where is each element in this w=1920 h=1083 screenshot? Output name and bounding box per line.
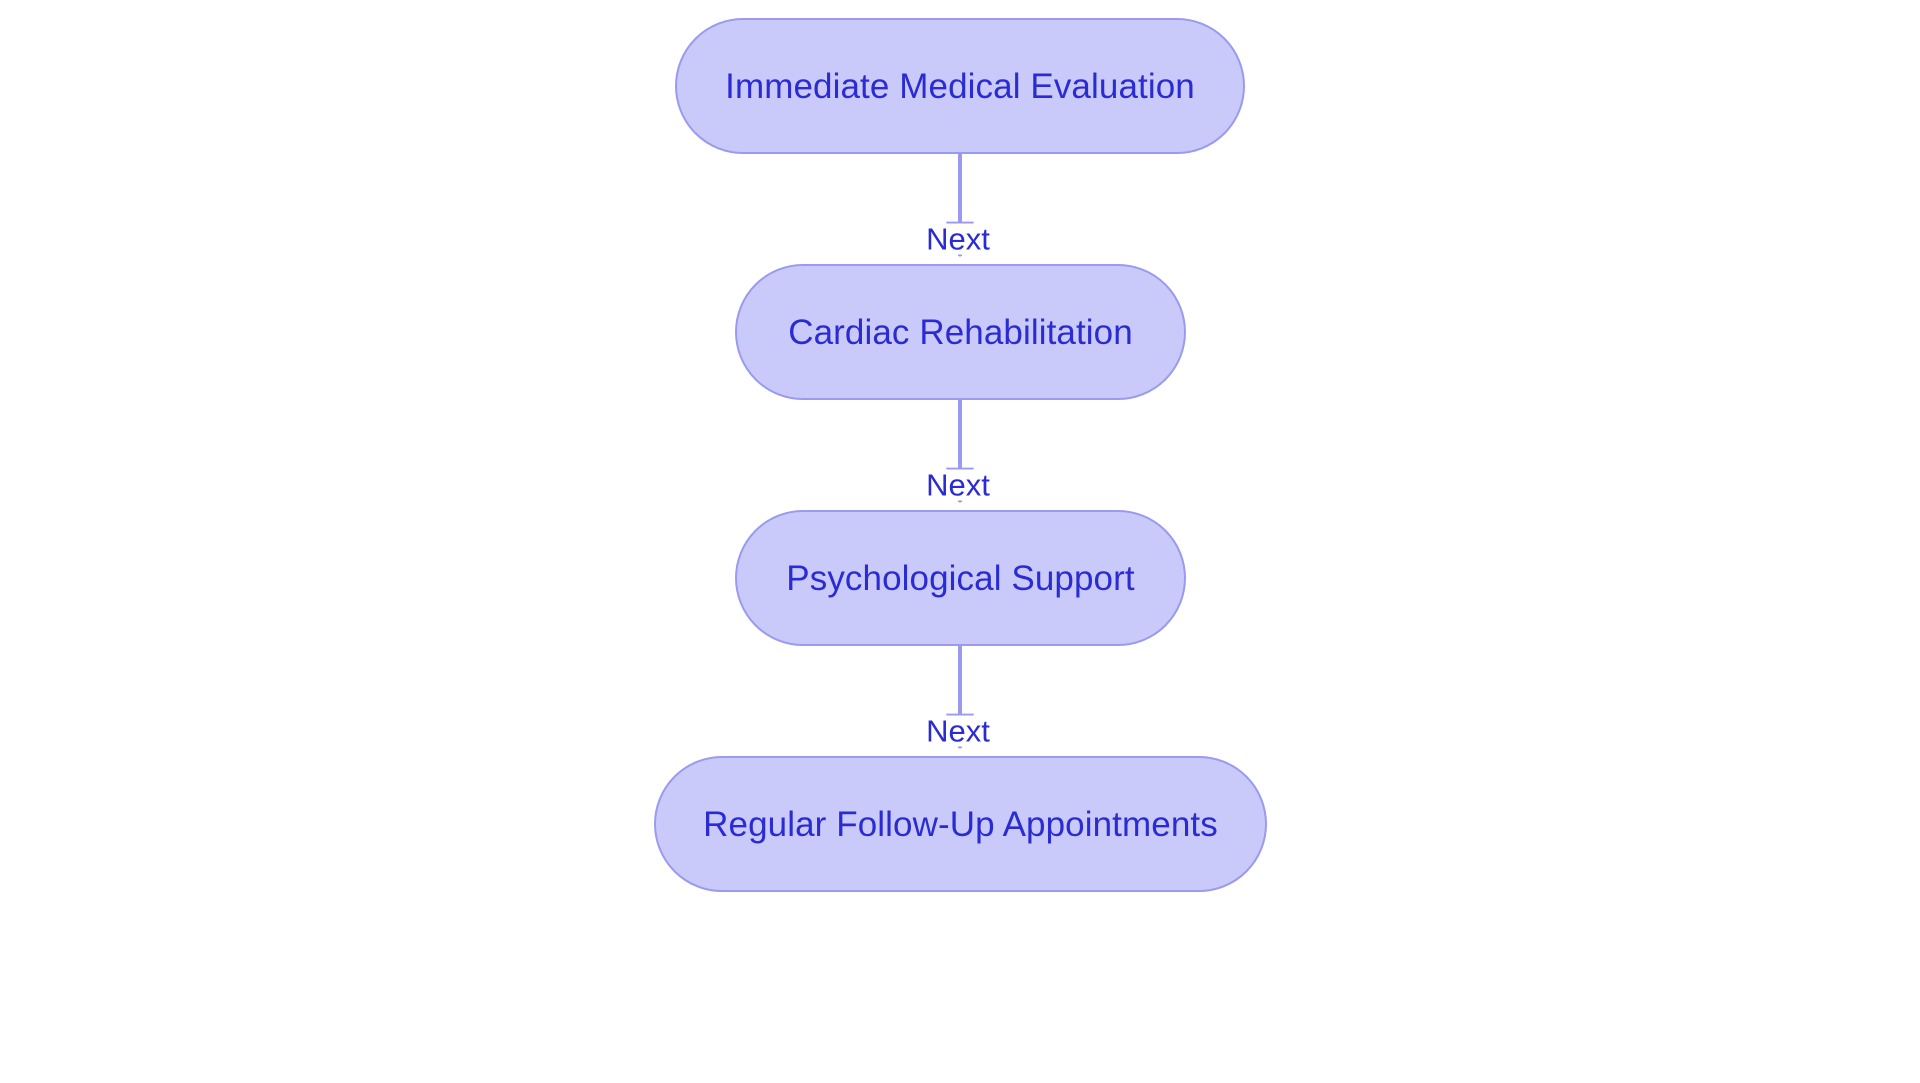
edge-label-next-1: Next xyxy=(924,221,992,257)
edge-label-next-2: Next xyxy=(924,467,992,503)
flow-node-label: Psychological Support xyxy=(786,558,1135,598)
flow-node-immediate-medical-evaluation[interactable]: Immediate Medical Evaluation xyxy=(675,18,1245,154)
flow-node-regular-follow-up-appointments[interactable]: Regular Follow-Up Appointments xyxy=(654,756,1267,892)
edge-label-next-3: Next xyxy=(924,713,992,749)
flow-node-cardiac-rehabilitation[interactable]: Cardiac Rehabilitation xyxy=(735,264,1186,400)
flow-node-label: Regular Follow-Up Appointments xyxy=(703,804,1218,844)
flow-node-label: Immediate Medical Evaluation xyxy=(725,66,1195,106)
flow-node-label: Cardiac Rehabilitation xyxy=(788,312,1133,352)
flow-node-psychological-support[interactable]: Psychological Support xyxy=(735,510,1186,646)
